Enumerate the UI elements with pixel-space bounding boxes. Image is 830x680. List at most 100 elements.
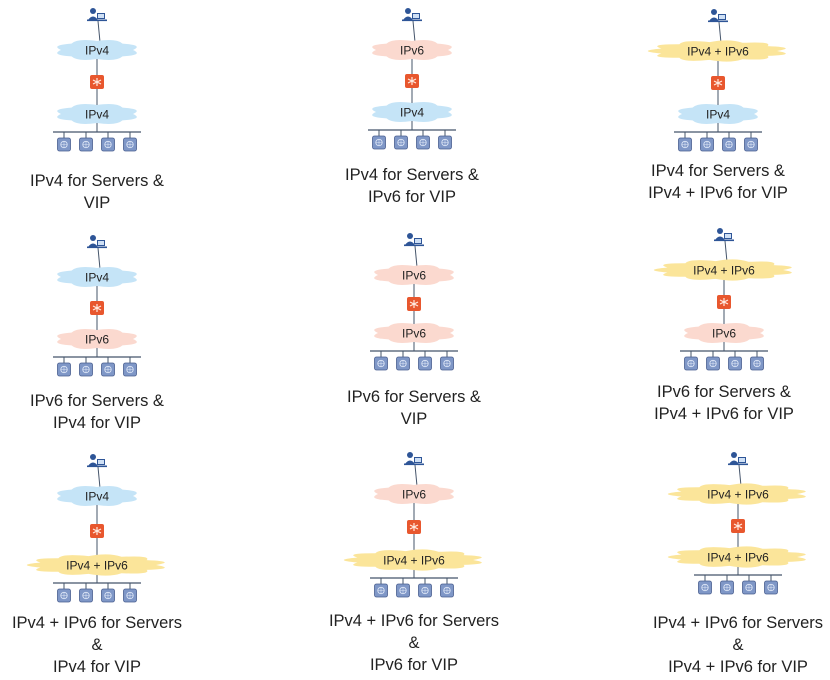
server-cloud [374,323,454,343]
vip-cloud-label: IPv4 + IPv6 [687,45,749,59]
scenario-caption: IPv4 for Servers &IPv6 for VIP [302,164,522,208]
switch-icon [90,301,104,315]
server-cloud-label: IPv6 [85,333,109,347]
server-icon [79,362,93,377]
user-link [97,466,101,489]
server-icon [79,137,93,152]
vip-cloud [57,40,137,60]
caption-line: & [408,634,420,652]
caption-line: & [732,636,744,654]
caption-line: IPv4 for VIP [52,658,142,676]
vip-cloud-label: IPv4 + IPv6 [707,488,769,502]
server-icon [123,137,137,152]
server-icon [764,580,778,595]
vip-cloud [57,267,137,287]
server-cloud [678,104,758,124]
server-icon [744,137,758,152]
caption-line: IPv4 for Servers & [651,162,785,180]
server-cloud [26,554,165,576]
caption-line: IPv4 + IPv6 for VIP [668,658,808,676]
server-icon [396,583,410,598]
caption-line: IPv4 + IPv6 for Servers [11,614,183,632]
switch-icon [90,75,104,89]
vip-cloud [374,265,454,285]
vip-cloud [653,259,792,281]
user-link [414,245,418,268]
server-icon [396,356,410,371]
server-cloud-label: IPv4 + IPv6 [383,554,445,568]
server-icon [440,356,454,371]
user-link [412,20,416,43]
server-icon [698,580,712,595]
user-link [97,20,101,43]
server-icon [57,588,71,603]
user-icon [404,233,424,247]
server-icon [742,580,756,595]
caption-line: IPv6 for VIP [367,188,457,206]
server-icon [438,135,452,150]
user-icon [714,228,734,242]
server-icon [706,356,720,371]
server-cloud [343,549,482,571]
server-icon [57,362,71,377]
caption-line: IPv4 for Servers & [30,172,164,190]
scenario-caption: IPv6 for Servers &IPv4 for VIP [0,390,207,434]
server-icon [101,362,115,377]
user-link [718,21,722,44]
server-icon [123,588,137,603]
scenario-caption: IPv4 for Servers & IPv4 + IPv6 for VIP [608,160,828,204]
server-icon [123,362,137,377]
server-icon [750,356,764,371]
server-cloud [684,323,764,343]
vip-cloud-label: IPv4 + IPv6 [693,264,755,278]
caption-line: IPv4 for VIP [52,414,142,432]
server-icon [374,583,388,598]
caption-line: IPv6 for VIP [369,656,459,674]
user-icon [87,8,107,22]
server-icon [57,137,71,152]
server-cloud-label: IPv4 + IPv6 [707,551,769,565]
user-icon [87,235,107,249]
server-icon [101,588,115,603]
server-icon [418,356,432,371]
server-cloud-label: IPv6 [402,327,426,341]
vip-cloud-label: IPv6 [400,44,424,58]
server-cloud-label: IPv4 [706,108,730,122]
scenario-caption: IPv4 + IPv6 for Servers&IPv6 for VIP [304,610,524,676]
switch-icon [711,76,725,90]
server-icon [684,356,698,371]
server-icon [416,135,430,150]
server-cloud [372,102,452,122]
vip-cloud [647,40,786,62]
vip-cloud [372,40,452,60]
vip-cloud-label: IPv4 [85,44,109,58]
vip-cloud [374,484,454,504]
user-link [97,247,101,270]
vip-cloud-label: IPv6 [402,269,426,283]
server-cloud-label: IPv4 [400,106,424,120]
caption-line: IPv6 for Servers & [657,383,791,401]
vip-cloud [57,486,137,506]
user-icon [404,452,424,466]
server-icon [418,583,432,598]
user-link [414,464,418,487]
caption-line: VIP [83,194,111,212]
user-icon [402,8,422,22]
vip-cloud [667,483,806,505]
server-icon [79,588,93,603]
scenario-caption: IPv4 + IPv6 for Servers & IPv4 + IPv6 for … [628,612,830,678]
server-icon [720,580,734,595]
caption-line: & [91,636,103,654]
caption-line: IPv6 for Servers & [347,388,481,406]
caption-line: IPv4 + IPv6 for VIP [648,184,788,202]
caption-line: IPv4 + IPv6 for Servers [652,614,824,632]
switch-icon [731,519,745,533]
server-icon [372,135,386,150]
user-link [738,464,742,487]
scenario-caption: IPv4 for Servers & VIP [0,170,207,214]
